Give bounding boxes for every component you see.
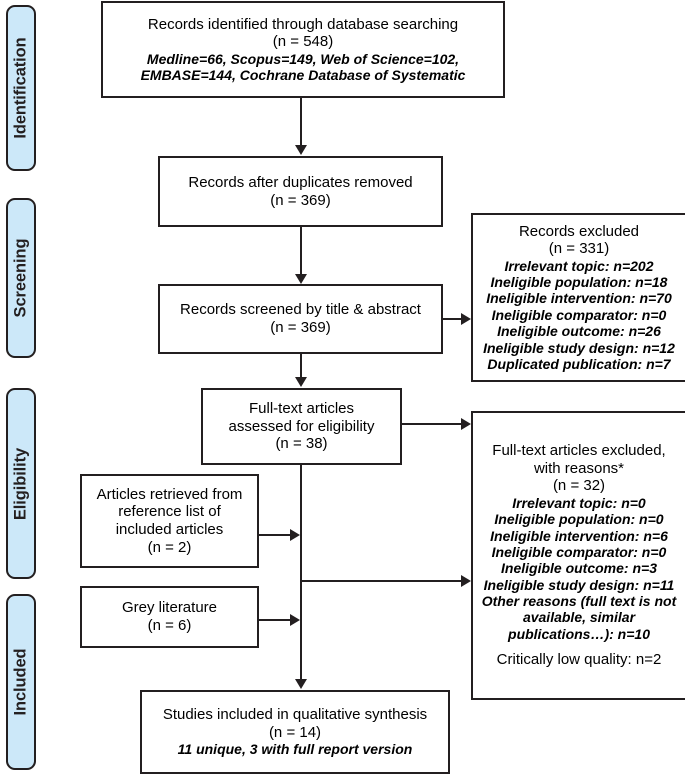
stage-label-identification: Identification [11, 37, 30, 139]
records-screened-title: Records screened by title & abstract [180, 301, 421, 319]
spacer [477, 642, 681, 651]
box-records-screened: Records screened by title & abstract (n … [158, 284, 443, 354]
records-identified-sources-1: Medline=66, Scopus=149, Web of Science=1… [146, 50, 460, 67]
arrowhead-grey-literature-to-spine [290, 614, 300, 626]
connector-identified-to-duplicates [300, 98, 302, 146]
connector-fulltext-to-excluded [402, 423, 463, 425]
box-records-identified: Records identified through database sear… [101, 1, 505, 98]
stage-label-included: Included [11, 648, 30, 716]
stage-pill-eligibility: Eligibility [6, 388, 36, 579]
arrowhead-identified-to-duplicates [295, 145, 307, 155]
arrowhead-spine-to-fulltext-excluded [461, 575, 471, 587]
included-studies-title: Studies included in qualitative synthesi… [162, 706, 428, 724]
records-excluded-reason-5: Ineligible outcome: n=26 [497, 323, 661, 340]
stage-pill-screening: Screening [6, 198, 36, 358]
connector-grey-literature-to-spine [259, 619, 292, 621]
records-excluded-reason-1: Irrelevant topic: n=202 [504, 257, 654, 274]
fulltext-excluded-reason-5: Ineligible outcome: n=3 [501, 560, 657, 577]
arrowhead-fulltext-to-excluded [461, 418, 471, 430]
arrowhead-duplicates-to-screened [295, 274, 307, 284]
included-studies-count: (n = 14) [268, 723, 322, 741]
stage-label-eligibility: Eligibility [11, 447, 30, 520]
box-fulltext-assessed: Full-text articles assessed for eligibil… [201, 388, 402, 465]
fulltext-excluded-reason-7c: publications…): n=10 [508, 625, 650, 642]
grey-literature-count: (n = 6) [147, 617, 192, 634]
records-identified-count: (n = 548) [272, 33, 334, 51]
fulltext-excluded-reason-6: Ineligible study design: n=11 [483, 576, 675, 593]
fulltext-assessed-title-2: assessed for eligibility [228, 417, 375, 435]
stage-pill-identification: Identification [6, 5, 36, 171]
records-excluded-title: Records excluded [518, 222, 640, 240]
fulltext-excluded-quality: Critically low quality: n=2 [496, 651, 662, 669]
box-reference-list: Articles retrieved from reference list o… [80, 474, 259, 568]
after-duplicates-title: Records after duplicates removed [188, 173, 413, 191]
box-fulltext-excluded: Full-text articles excluded, with reason… [471, 411, 685, 700]
records-screened-count: (n = 369) [270, 319, 331, 336]
records-excluded-reason-4: Ineligible comparator: n=0 [491, 306, 667, 323]
fulltext-assessed-count: (n = 38) [275, 435, 328, 453]
arrowhead-reference-list-to-spine [290, 529, 300, 541]
reference-list-title-3: included articles [115, 521, 224, 538]
records-excluded-reason-6: Ineligible study design: n=12 [483, 339, 675, 356]
fulltext-assessed-title-1: Full-text articles [248, 400, 355, 418]
fulltext-excluded-reason-2: Ineligible population: n=0 [494, 511, 664, 528]
arrowhead-screened-to-excluded [461, 313, 471, 325]
stage-label-screening: Screening [11, 238, 30, 318]
included-studies-note: 11 unique, 3 with full report version [177, 741, 413, 758]
connector-screened-to-excluded [443, 318, 463, 320]
records-identified-title: Records identified through database sear… [147, 15, 459, 33]
box-included-studies: Studies included in qualitative synthesi… [140, 690, 450, 774]
connector-screened-to-fulltext [300, 354, 302, 379]
records-excluded-reason-3: Ineligible intervention: n=70 [486, 290, 672, 307]
after-duplicates-count: (n = 369) [270, 191, 331, 209]
fulltext-excluded-count: (n = 32) [552, 477, 606, 495]
arrowhead-screened-to-fulltext [295, 377, 307, 387]
records-excluded-reason-7: Duplicated publication: n=7 [487, 355, 671, 372]
fulltext-excluded-reason-7a: Other reasons (full text is not [481, 593, 677, 610]
fulltext-excluded-reason-1: Irrelevant topic: n=0 [512, 494, 646, 511]
fulltext-excluded-reason-4: Ineligible comparator: n=0 [491, 543, 667, 560]
arrowhead-spine-to-included [295, 679, 307, 689]
records-identified-sources-2: EMBASE=144, Cochrane Database of Systema… [140, 67, 466, 84]
box-after-duplicates: Records after duplicates removed (n = 36… [158, 156, 443, 227]
box-records-excluded: Records excluded (n = 331) Irrelevant to… [471, 213, 685, 382]
connector-spine-to-fulltext-excluded [300, 580, 463, 582]
reference-list-count: (n = 2) [147, 538, 192, 556]
fulltext-excluded-reason-7b: available, similar [522, 609, 636, 626]
connector-reference-list-to-spine [259, 534, 292, 536]
connector-spine-to-included [300, 465, 302, 681]
grey-literature-title: Grey literature [121, 599, 218, 617]
connector-duplicates-to-screened [300, 227, 302, 275]
box-grey-literature: Grey literature (n = 6) [80, 586, 259, 648]
fulltext-excluded-title-2: with reasons* [533, 459, 625, 477]
reference-list-title-1: Articles retrieved from [96, 485, 243, 503]
fulltext-excluded-reason-3: Ineligible intervention: n=6 [490, 527, 668, 544]
records-excluded-count: (n = 331) [548, 240, 610, 258]
records-excluded-reason-2: Ineligible population: n=18 [490, 274, 668, 291]
fulltext-excluded-title-1: Full-text articles excluded, [492, 442, 666, 460]
reference-list-title-2: reference list of [118, 503, 221, 521]
stage-pill-included: Included [6, 594, 36, 770]
